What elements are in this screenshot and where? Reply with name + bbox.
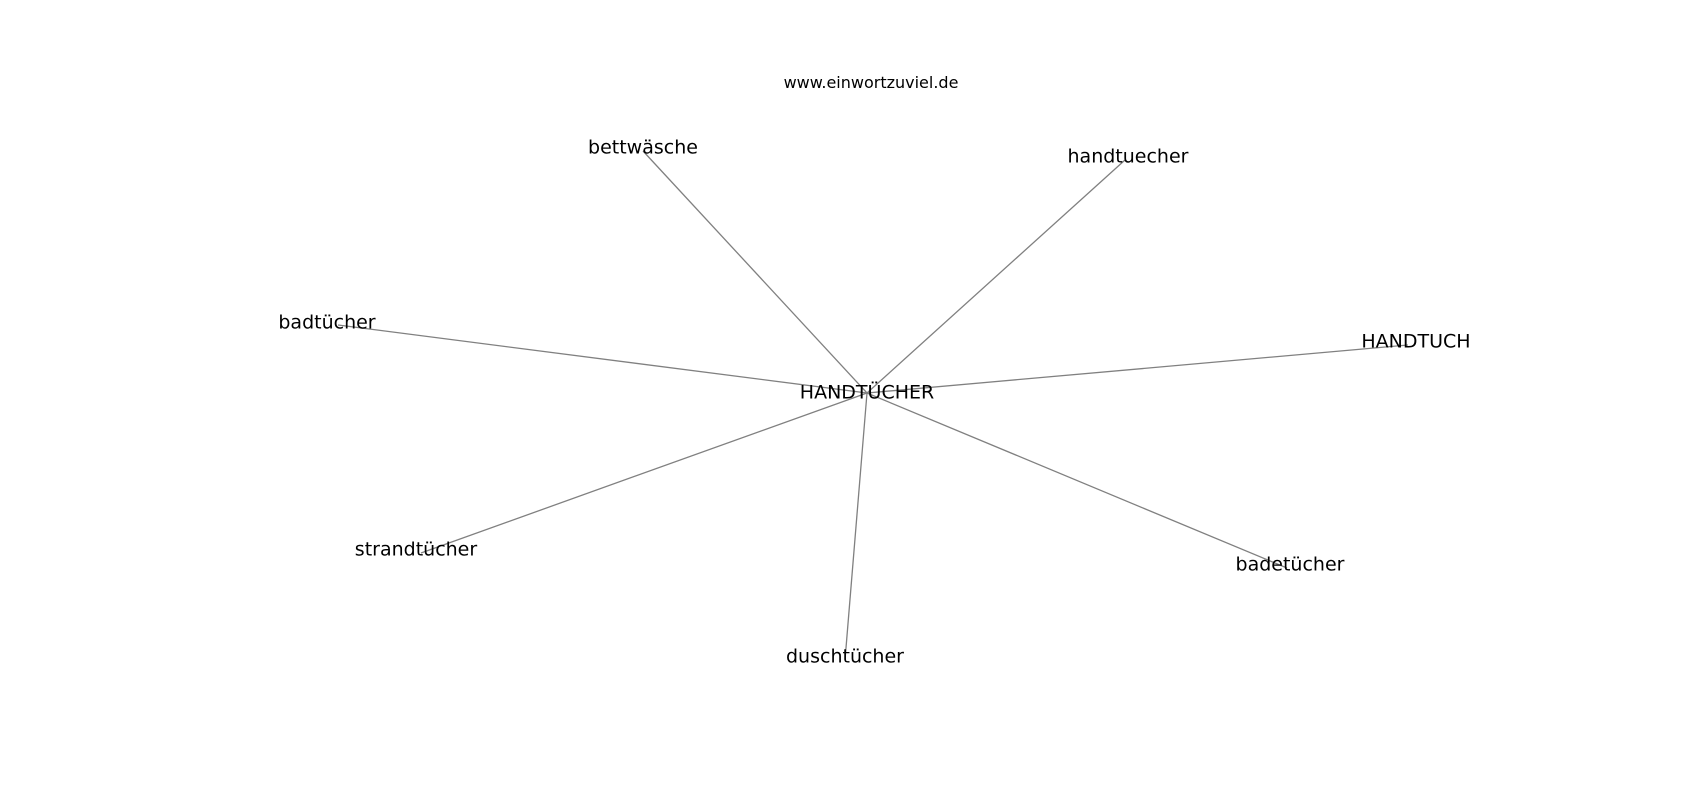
graph-edges <box>337 150 1409 661</box>
graph-nodes: HANDTÜCHER bettwäsche handtuecher badtücher… <box>278 137 1470 668</box>
node-label-bettwaesche: bettwäsche <box>588 137 698 159</box>
edge-badetuecher <box>866 392 1288 569</box>
node-label-handtuecher_lower: handtuecher <box>1068 146 1189 168</box>
edge-strandtuecher <box>420 392 868 554</box>
edge-badtuecher <box>337 324 868 394</box>
node-label-duschtuecher: duschtücher <box>786 646 904 668</box>
center-node-label: HANDTÜCHER <box>800 381 934 404</box>
edge-handtuch <box>866 344 1409 394</box>
node-label-badtuecher: badtücher <box>278 312 375 334</box>
node-label-badetuecher: badetücher <box>1236 554 1345 576</box>
site-url-label: www.einwortzuviel.de <box>784 73 959 92</box>
edge-handtuecher_lower <box>866 159 1126 394</box>
edge-duschtuecher <box>844 392 868 661</box>
node-label-handtuch: HANDTUCH <box>1361 331 1470 353</box>
node-label-strandtuecher: strandtücher <box>355 539 478 561</box>
edge-bettwaesche <box>642 150 868 394</box>
